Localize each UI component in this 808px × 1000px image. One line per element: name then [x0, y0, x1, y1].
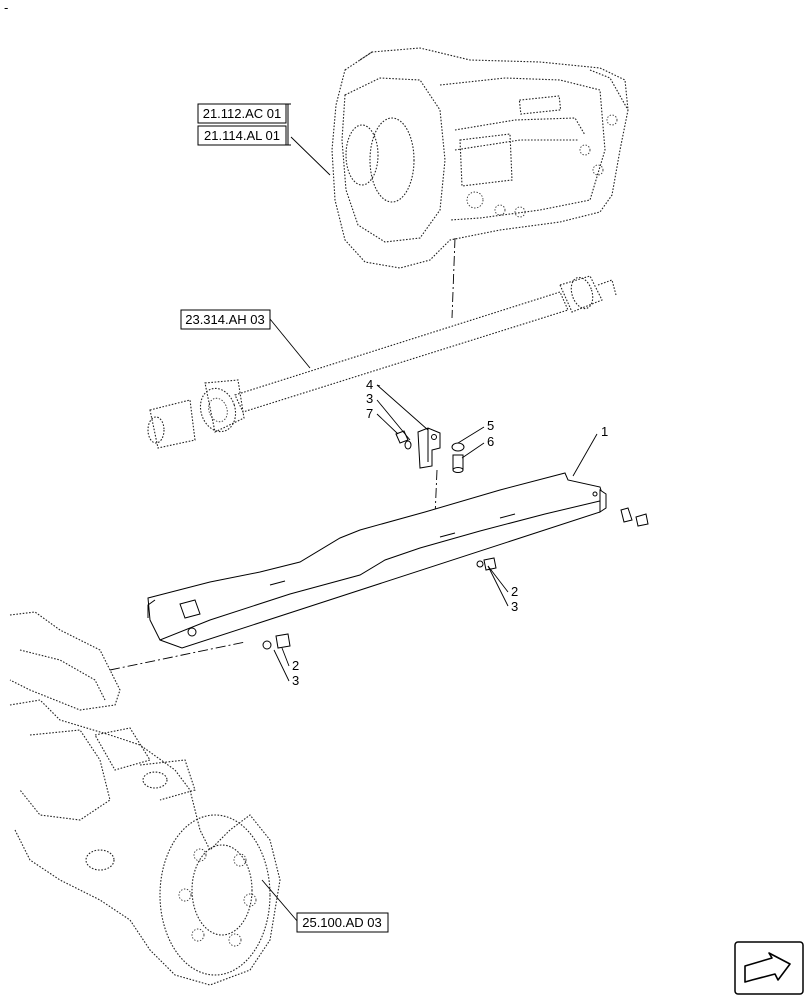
- callout-3-top: 3: [366, 391, 373, 406]
- ref-group-bracket: [286, 103, 291, 146]
- callout-3-lower: 3: [292, 673, 299, 688]
- ref-box-drive-shaft[interactable]: 23.314.AH 03: [180, 309, 271, 330]
- transmission-housing: [331, 47, 629, 269]
- callout-1: 1: [601, 424, 608, 439]
- ref-box-transmission-1[interactable]: 21.112.AC 01: [197, 103, 287, 124]
- shaft-guard: [147, 472, 607, 649]
- front-axle: [9, 611, 281, 986]
- bolt-right: [620, 507, 649, 527]
- callout-5: 5: [487, 418, 494, 433]
- bolt-lower: [262, 633, 291, 650]
- callout-7: 7: [366, 406, 373, 421]
- drive-shaft: [147, 275, 617, 449]
- bolt-6: [451, 442, 465, 473]
- ref-label-transmission-1: 21.112.AC 01: [203, 106, 282, 121]
- ref-box-front-axle[interactable]: 25.100.AD 03: [296, 912, 389, 933]
- bracket-part: [417, 427, 441, 469]
- callout-numbers: 1 4 3 7 5 6 2 3 2 3: [292, 377, 608, 688]
- callout-4: 4: [366, 377, 373, 392]
- bolt-middle: [476, 557, 497, 571]
- callout-2-lower: 2: [292, 658, 299, 673]
- callout-2-middle: 2: [511, 584, 518, 599]
- corner-mark: -: [4, 0, 8, 15]
- ref-label-drive-shaft: 23.314.AH 03: [185, 312, 265, 327]
- ref-box-transmission-2[interactable]: 21.114.AL 01: [197, 125, 287, 146]
- leader-lines: [261, 136, 598, 923]
- callout-3-middle: 3: [511, 599, 518, 614]
- next-page-arrow-icon[interactable]: [734, 941, 804, 995]
- ref-label-front-axle: 25.100.AD 03: [302, 915, 382, 930]
- callout-6: 6: [487, 434, 494, 449]
- ref-label-transmission-2: 21.114.AL 01: [204, 128, 280, 143]
